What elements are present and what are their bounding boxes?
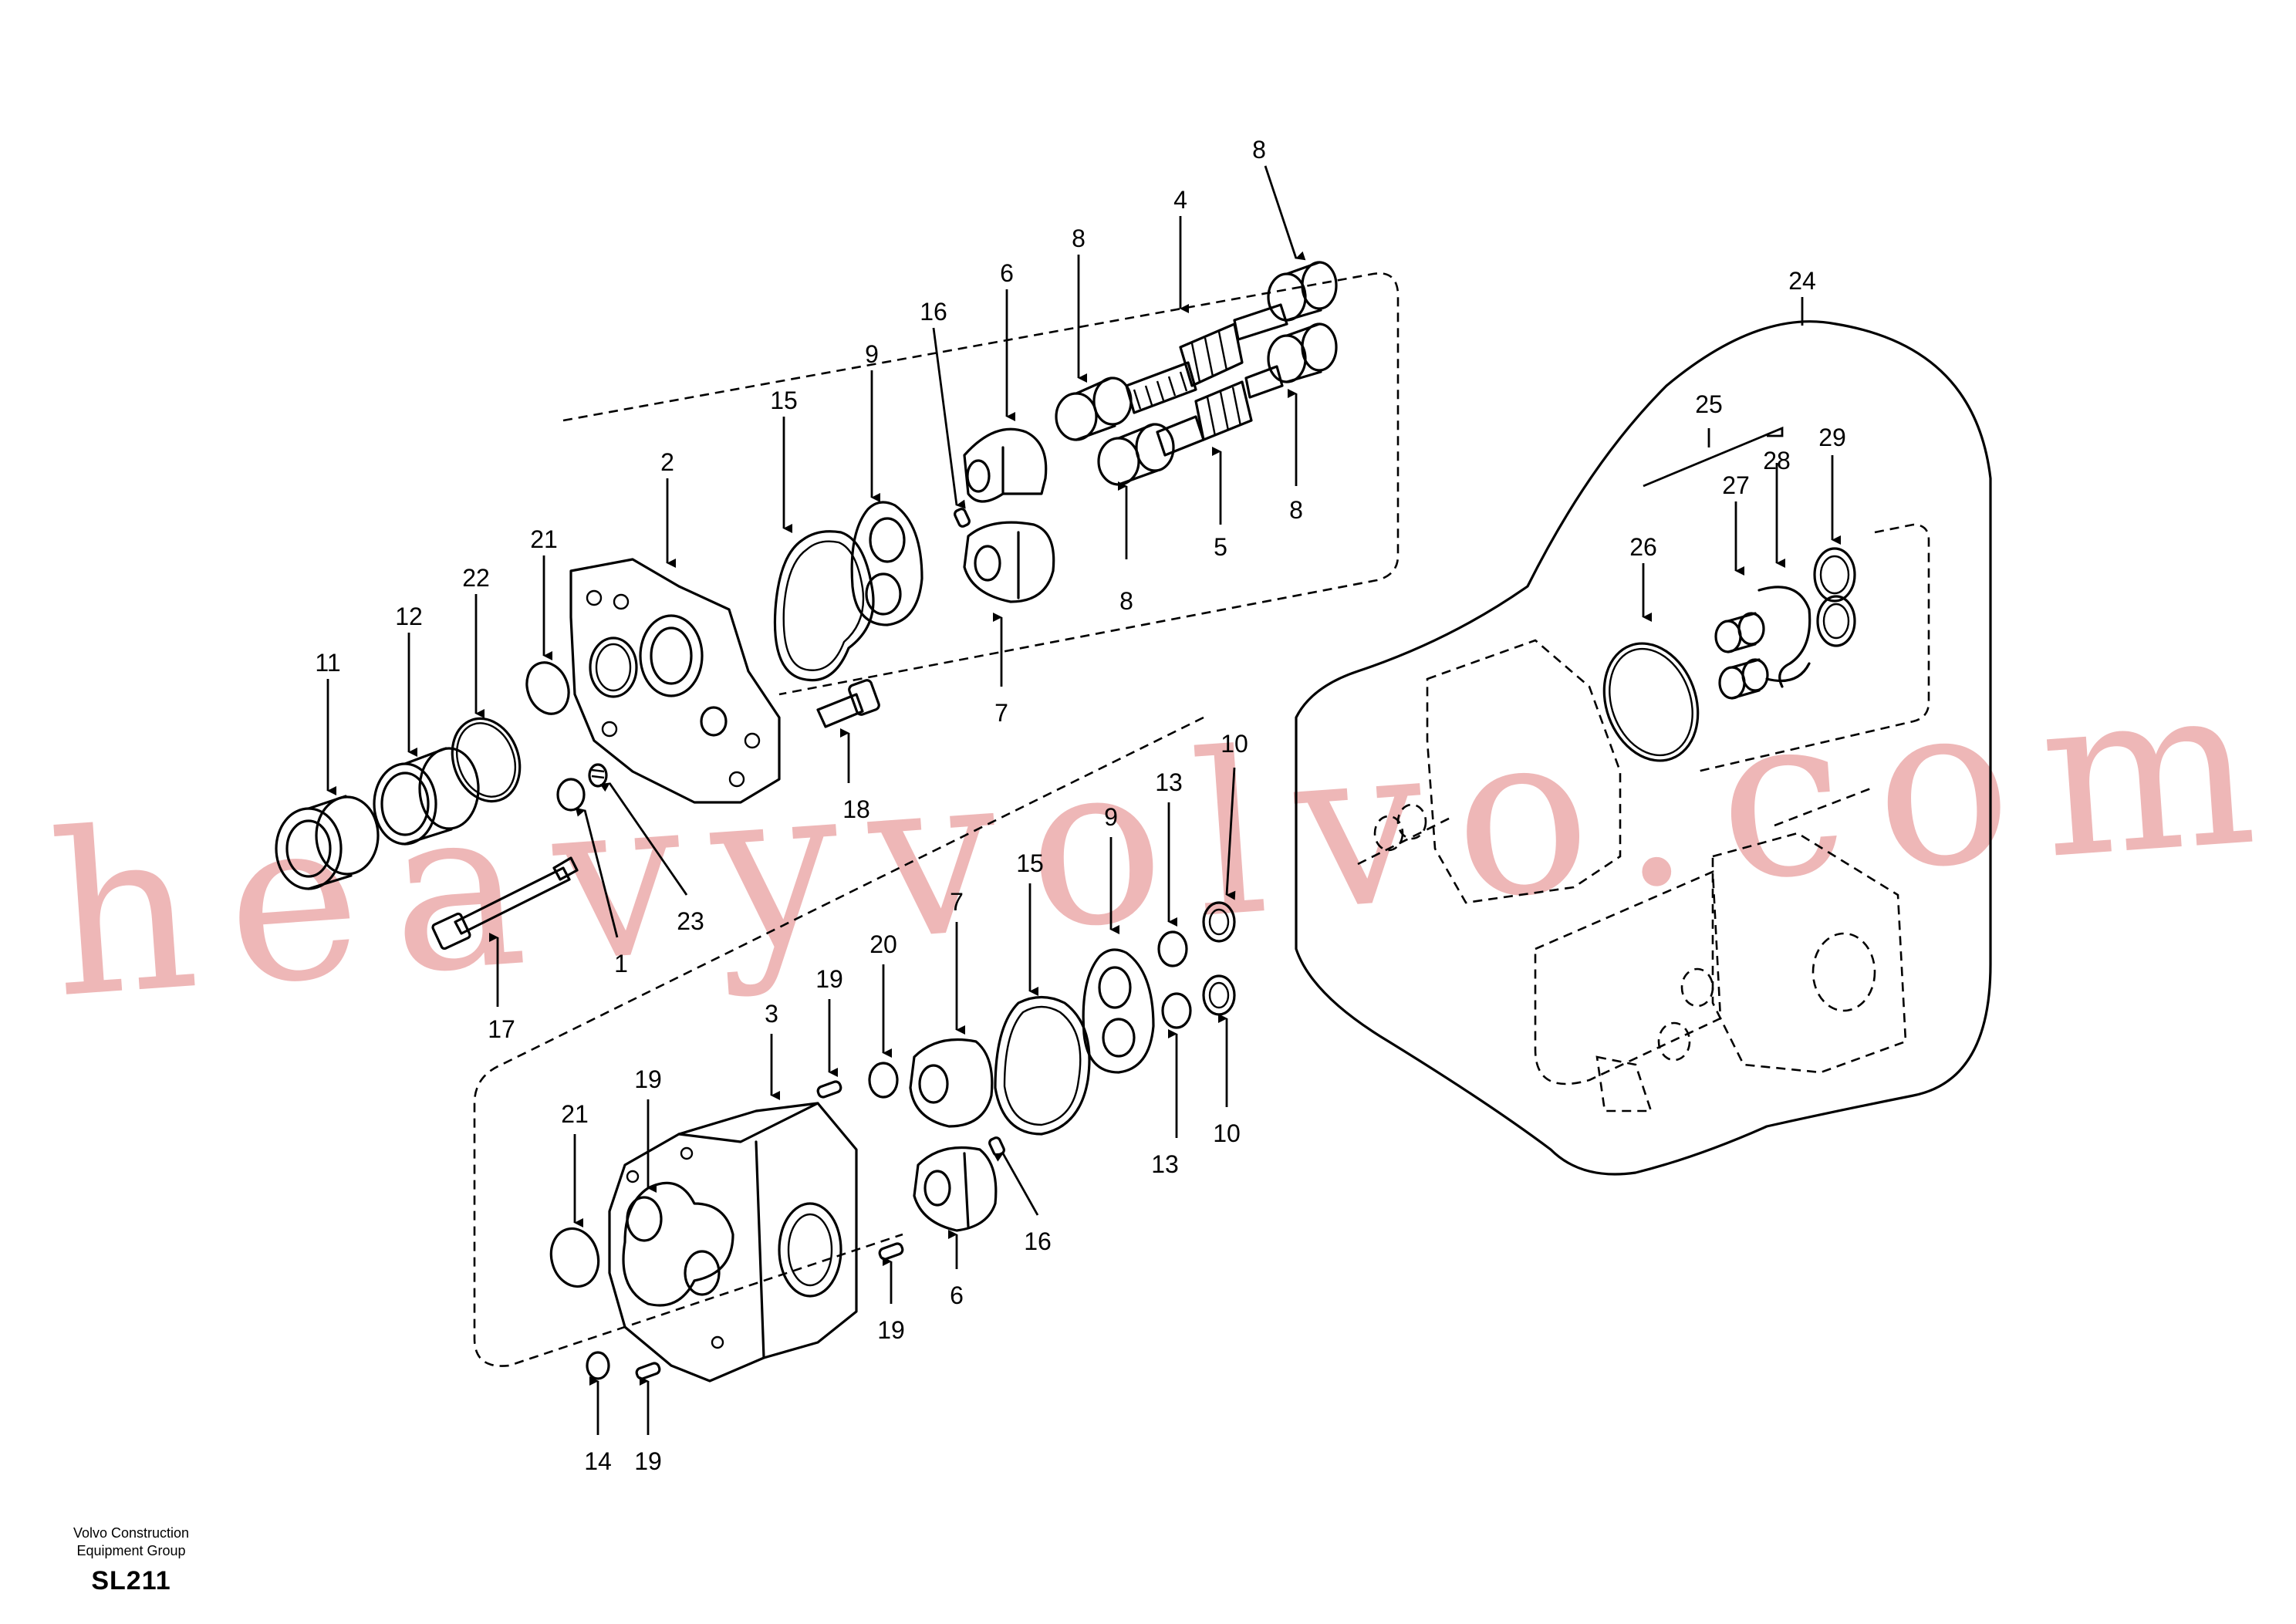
part-29-seal <box>1813 547 1856 647</box>
part-20-o-ring <box>868 1062 899 1099</box>
callout-1: 1 <box>614 950 628 977</box>
part-18-bolt <box>816 679 880 728</box>
part-27-backup-ring <box>1714 612 1769 700</box>
callout-7: 7 <box>994 699 1008 727</box>
callout-28: 28 <box>1763 447 1791 474</box>
callout-5: 5 <box>1214 533 1227 561</box>
part-23-spring <box>588 763 608 788</box>
callout-23: 23 <box>677 907 704 935</box>
part-26-o-ring <box>1602 642 1700 762</box>
part-16-pin-lower <box>988 1136 1005 1156</box>
callout-13: 13 <box>1155 768 1183 796</box>
kit-25-dashed-outline <box>1697 523 1930 773</box>
part-9-seal-plate-lower <box>1082 948 1155 1074</box>
callout-6: 6 <box>950 1281 964 1309</box>
callout-21: 21 <box>561 1100 589 1128</box>
callout-13: 13 <box>1151 1150 1179 1178</box>
callout-labels: 11 12 22 21 2 15 9 16 6 8 4 8 8 5 8 7 18… <box>315 136 1845 1475</box>
part-9-seal-plate <box>850 501 923 626</box>
kit-24-outline <box>1295 320 1992 1176</box>
part-8-bushing-c <box>1267 261 1338 322</box>
callout-24: 24 <box>1788 267 1816 295</box>
callout-6: 6 <box>1000 259 1014 287</box>
callout-26: 26 <box>1629 533 1657 561</box>
callout-19: 19 <box>634 1065 662 1093</box>
callout-10: 10 <box>1221 730 1248 758</box>
part-8-bushing-d <box>1267 322 1338 383</box>
callout-19: 19 <box>877 1316 905 1344</box>
callout-25: 25 <box>1695 390 1723 418</box>
part-21-o-ring <box>525 661 570 715</box>
callout-17: 17 <box>488 1015 515 1043</box>
footer-org-line2: Equipment Group <box>76 1543 186 1558</box>
part-16-pin <box>954 508 971 528</box>
part-19-pin-c <box>635 1362 661 1380</box>
callout-7: 7 <box>950 888 964 916</box>
callout-16: 16 <box>920 298 947 326</box>
part-14-o-ring <box>586 1351 610 1380</box>
footer-org-line1: Volvo Construction <box>73 1525 190 1541</box>
part-3-pump-body <box>608 1102 858 1383</box>
callout-22: 22 <box>462 564 490 592</box>
callout-15: 15 <box>1016 849 1044 877</box>
footer-organization: Volvo Construction Equipment Group <box>54 1524 208 1560</box>
callout-19: 19 <box>634 1447 662 1475</box>
callout-21: 21 <box>530 525 558 553</box>
part-8-bushing-a <box>1055 376 1133 441</box>
part-22-o-ring <box>451 717 522 803</box>
part-28-snap-ring <box>1757 586 1811 688</box>
part-5-driven-gear <box>1156 365 1284 457</box>
kit-24-ghost-pump <box>1357 639 1907 1112</box>
part-6-bearing-block-lower <box>913 1146 998 1232</box>
callout-8: 8 <box>1119 587 1133 615</box>
callout-2: 2 <box>660 448 674 476</box>
part-8-bushing-b <box>1097 423 1175 486</box>
callout-9: 9 <box>1104 803 1118 831</box>
callout-15: 15 <box>770 387 798 414</box>
callout-12: 12 <box>395 603 423 630</box>
callout-8: 8 <box>1072 225 1086 252</box>
part-11-bushing <box>275 795 380 890</box>
callout-11: 11 <box>315 649 340 677</box>
callout-16: 16 <box>1024 1227 1052 1255</box>
part-7-bearing-block-lower <box>909 1038 994 1128</box>
part-10-seal-b <box>1202 974 1236 1016</box>
part-15-gasket <box>773 530 875 682</box>
part-6-bearing-block <box>963 427 1048 503</box>
part-12-bushing <box>373 747 480 846</box>
part-2-flange-cover <box>569 558 781 804</box>
callout-leaders <box>326 165 1841 1435</box>
part-13-ring-a <box>1157 930 1188 967</box>
callout-19: 19 <box>815 965 843 993</box>
part-4-drive-gear-shaft <box>1125 303 1288 414</box>
callout-29: 29 <box>1818 424 1846 451</box>
callout-8: 8 <box>1252 136 1266 164</box>
part-21-o-ring-lower <box>549 1227 600 1288</box>
part-10-seal-a <box>1202 901 1236 943</box>
part-19-pin-b <box>878 1242 904 1261</box>
part-17-long-bolt <box>431 856 579 950</box>
callout-3: 3 <box>765 1000 778 1028</box>
callout-8: 8 <box>1289 496 1303 524</box>
callout-18: 18 <box>842 795 870 823</box>
part-15-gasket-lower <box>994 995 1091 1136</box>
callout-20: 20 <box>869 930 897 958</box>
diagram-code: SL211 <box>91 1566 171 1595</box>
part-13-ring-b <box>1161 992 1192 1029</box>
part-7-bearing-block <box>963 521 1055 603</box>
callout-10: 10 <box>1213 1119 1241 1147</box>
part-1-o-ring <box>556 778 586 812</box>
callout-9: 9 <box>865 340 879 368</box>
part-19-pin-a <box>816 1080 842 1099</box>
top-assembly-dashed-outline <box>562 272 1400 696</box>
callout-14: 14 <box>584 1447 612 1475</box>
callout-4: 4 <box>1173 186 1187 214</box>
callout-27: 27 <box>1722 471 1750 499</box>
